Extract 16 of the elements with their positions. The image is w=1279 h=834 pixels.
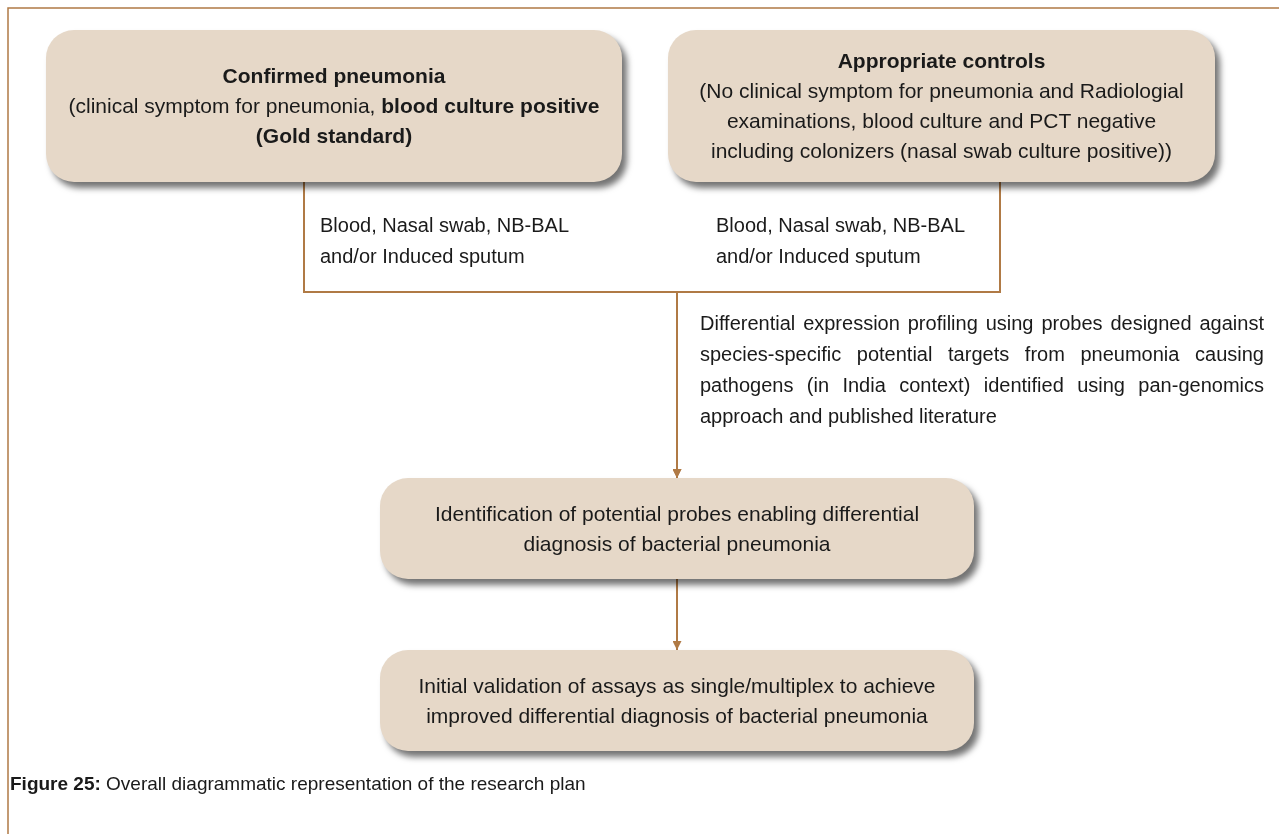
box-heading: Confirmed pneumonia <box>222 63 446 89</box>
edge-label: Blood, Nasal swab, NB-BAL and/or Induced sputum <box>716 213 966 269</box>
box-text: Identification of potential probes enabling differential diagnosis of bacterial pneumonia <box>433 500 921 557</box>
figure-caption: Figure 25: Overall diagrammatic representation of the research plan <box>10 772 586 796</box>
box-text: (clinical symptom for pneumonia, blood culture positive (Gold standard) <box>67 93 601 149</box>
note-text: Differential expression profiling using probes designed against species-specific potential targets from pneumonia causing pathogens (in India context) identified using pan-genomics approach and published literature <box>700 311 1264 429</box>
arrow <box>672 181 1001 479</box>
edge-label: Blood, Nasal swab, NB-BAL and/or Induced sputum <box>320 213 570 269</box>
box-heading: Appropriate controls <box>837 48 1046 74</box>
process-box <box>380 478 974 579</box>
box-text: Initial validation of assays as single/multiplex to achieve improved differential diagnosis of bacterial pneumonia <box>417 672 937 729</box>
process-box <box>380 650 974 751</box>
arrow <box>672 578 682 651</box>
box-text: (No clinical symptom for pneumonia and Radiologial examinations, blood culture and PCT negative including colonizers (nasal swab culture positive)) <box>698 78 1185 164</box>
case-group-box <box>46 30 622 182</box>
control-group-box <box>668 30 1215 182</box>
